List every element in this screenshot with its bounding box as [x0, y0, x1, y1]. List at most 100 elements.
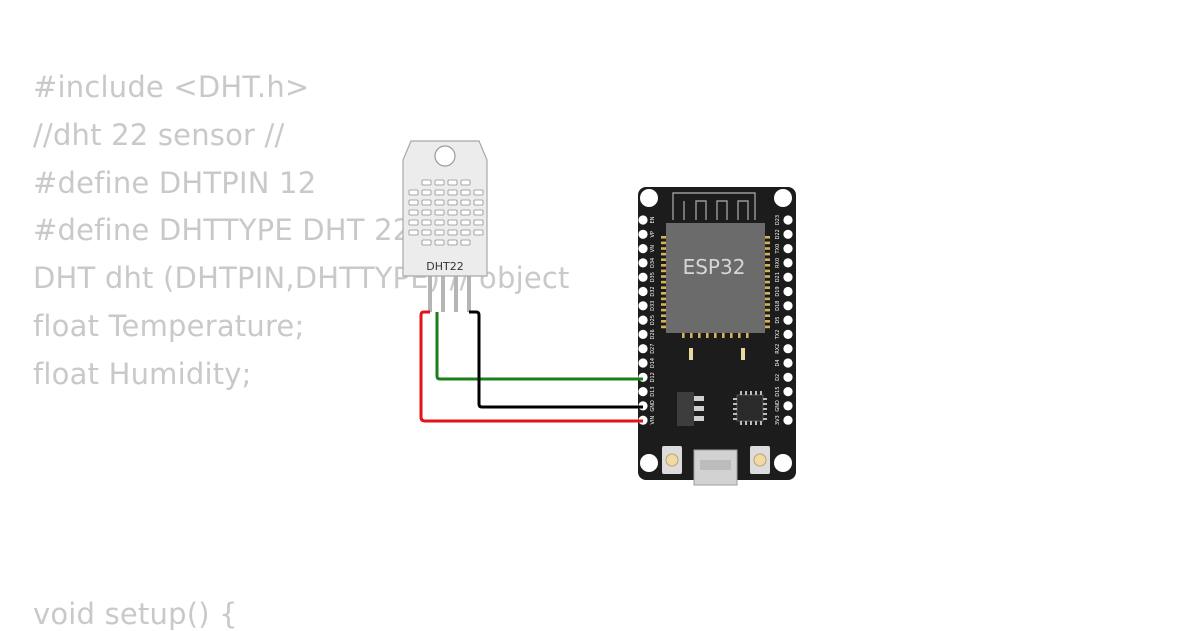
sensor-label: DHT22 — [426, 260, 463, 273]
header-pin-d14[interactable] — [638, 358, 648, 368]
grille-slot — [421, 189, 432, 196]
esp32-board[interactable]: ESP32 ENV — [638, 187, 796, 486]
regulator-lead-3 — [694, 416, 704, 421]
grille-slot — [447, 229, 458, 236]
pin-label: D27 — [650, 344, 656, 354]
header-pin-d22[interactable] — [783, 229, 793, 239]
header-pin-d13[interactable] — [638, 387, 648, 397]
pin-label: D26 — [650, 329, 656, 339]
header-pin-rx0[interactable] — [783, 258, 793, 268]
grille-slot — [460, 219, 471, 226]
grille-slot — [421, 219, 432, 226]
header-pin-d5[interactable] — [783, 315, 793, 325]
chip-pad-bottom — [714, 332, 717, 338]
dht22-sensor[interactable]: DHT22 — [402, 140, 488, 312]
pin-label: D21 — [775, 272, 781, 282]
wire-gnd[interactable] — [469, 310, 643, 409]
header-pin-d18[interactable] — [783, 301, 793, 311]
grille-slot — [447, 189, 458, 196]
header-pin-d12[interactable] — [638, 372, 648, 382]
chip-pads — [661, 236, 770, 338]
wire-data[interactable] — [435, 312, 643, 381]
header-pin-vp[interactable] — [638, 229, 648, 239]
chip-lead — [745, 421, 747, 425]
grille-slot — [421, 209, 432, 216]
chip-pad-bottom — [682, 332, 685, 338]
pin-label: VIN — [650, 416, 656, 425]
chip-pad-left — [661, 241, 667, 245]
grille-slot — [434, 189, 445, 196]
chip-pad-right — [764, 297, 770, 301]
chip-pad-left — [661, 258, 667, 261]
pin-label: D12 — [650, 372, 656, 382]
pin-label: D5 — [775, 317, 781, 324]
header-pin-d32[interactable] — [638, 286, 648, 297]
sensor-pin-vcc[interactable] — [428, 272, 432, 312]
grille-slot — [460, 199, 471, 206]
sensor-pin-nc — [454, 272, 458, 312]
header-pin-d26[interactable] — [638, 329, 648, 339]
header-pin-vn[interactable] — [638, 244, 648, 254]
antenna-trace — [672, 192, 756, 220]
chip-lead — [763, 403, 767, 405]
pin-label: D25 — [650, 315, 656, 325]
grille-slot — [460, 179, 471, 186]
boot-button[interactable] — [662, 446, 682, 474]
chip-pad-left — [661, 269, 667, 273]
header-pin-tx0[interactable] — [783, 244, 793, 254]
header-pin-d23[interactable] — [783, 215, 793, 225]
chip-pad-left — [661, 292, 667, 295]
chip-lead — [763, 398, 767, 400]
chip-pad-left — [661, 325, 667, 329]
chip-pad-left — [661, 303, 667, 306]
header-pin-d27[interactable] — [638, 344, 648, 354]
chip-lead — [740, 421, 742, 425]
header-pin-d15[interactable] — [783, 387, 793, 397]
chip-pad-left — [661, 280, 667, 284]
header-pin-d34[interactable] — [638, 258, 648, 268]
header-pin-gnd[interactable] — [783, 401, 793, 411]
grille-slot — [408, 189, 419, 196]
header-pin-3v3[interactable] — [783, 415, 793, 425]
chip-pad-left — [661, 320, 667, 323]
pin-label: D15 — [775, 386, 781, 396]
chip-pad-bottom — [738, 332, 741, 338]
regulator-lead-1 — [694, 396, 704, 401]
pin-label: D34 — [650, 258, 656, 268]
header-pin-d21[interactable] — [783, 272, 793, 282]
pin-label: RX0 — [775, 258, 781, 268]
chip-lead — [755, 421, 757, 425]
header-pin-d4[interactable] — [783, 358, 793, 368]
header-pin-d33[interactable] — [638, 301, 648, 311]
chip-pad-right — [764, 258, 770, 261]
header-pin-d19[interactable] — [783, 286, 793, 297]
pin-label: 3V3 — [775, 415, 781, 425]
header-pin-d2[interactable] — [783, 372, 793, 382]
chip-lead — [750, 391, 752, 395]
header-pin-d25[interactable] — [638, 315, 648, 325]
grille-slot — [460, 239, 471, 246]
grille-slot — [460, 229, 471, 236]
chip-pad-bottom — [746, 332, 749, 338]
chip-pad-right — [764, 252, 770, 256]
chip-pad-right — [764, 292, 770, 295]
pin-label: GND — [775, 400, 781, 412]
reset-button[interactable] — [750, 446, 770, 474]
header-pin-rx2[interactable] — [783, 344, 793, 354]
sensor-pin-data[interactable] — [441, 272, 445, 312]
header-pin-tx2[interactable] — [783, 329, 793, 339]
sensor-pin-gnd[interactable] — [467, 272, 471, 312]
chip-lead — [760, 391, 762, 395]
grille-slot — [473, 229, 484, 236]
chip-lead — [763, 413, 767, 415]
chip-lead — [745, 391, 747, 395]
header-pin-d35[interactable] — [638, 272, 648, 282]
grille-slot — [434, 239, 445, 246]
chip-pad-right — [764, 264, 770, 267]
wire-vcc[interactable] — [419, 310, 643, 423]
pin-label: D18 — [775, 301, 781, 311]
chip-pad-right — [764, 269, 770, 273]
header-pin-en[interactable] — [638, 215, 648, 225]
